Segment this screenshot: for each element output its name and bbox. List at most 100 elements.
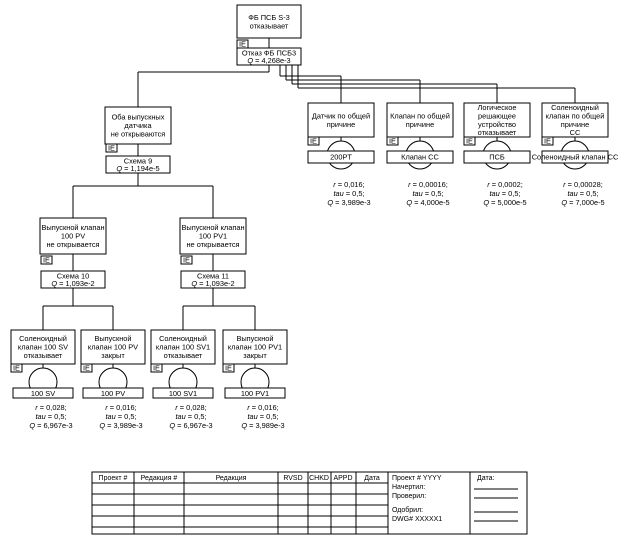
left-branch-title-box-text-line: датчика: [124, 121, 152, 130]
common-cause-4-title-box-text-line: клапан по общей: [546, 111, 605, 120]
sub-branch-2-event-2-ie-tag: [222, 363, 235, 373]
sub-branch-1-event-2-param: Q = 3,989e-3: [99, 421, 142, 430]
left-branch-gate-label: Схема 9: [124, 156, 152, 165]
sub-branch-1-gate-label: Схема 10: [57, 271, 90, 280]
common-cause-3-title-box-text-line: отказывает: [478, 128, 517, 137]
sub-branch-2-title-box-text-line: не открывается: [186, 240, 239, 249]
sub-branch-1-event-1-param: r = 0,028;: [35, 403, 66, 412]
common-cause-3-param: r = 0,0002;: [487, 180, 523, 189]
sub-branch-1-event-2-ie-tag: [80, 363, 93, 373]
common-cause-2-title-box: [386, 102, 454, 138]
left-branch-ie-tag-text: IE: [108, 143, 115, 152]
common-cause-3-param: tau = 0,5;: [489, 189, 520, 198]
left-branch-title-box-text-line: не открываются: [111, 130, 166, 139]
sub-branch-2-event-2-title-box: [222, 329, 288, 365]
title-block-header: Редакция: [216, 475, 247, 482]
sub-branch-2-ie-tag: [180, 255, 193, 265]
common-cause-4-title-box-text-line: Соленоидный: [551, 103, 599, 112]
common-cause-4-param: Q = 7,000e-5: [561, 198, 604, 207]
common-cause-3-event-label: ПСБ: [489, 153, 505, 162]
sub-branch-2-title-box: [179, 217, 247, 255]
sub-branch-2-event-1-event-label-box: [152, 387, 214, 399]
common-cause-3-title-box-text-line: Логическое: [478, 103, 517, 112]
sub-branch-2-event-1-title-box-text-line: отказывает: [164, 351, 203, 360]
sub-branch-1-title-box: [39, 217, 107, 255]
sub-branch-1-event-1-title-box-text-line: Соленоидный: [19, 334, 67, 343]
sub-branch-2-event-1-title-box-text-line: Соленоидный: [159, 334, 207, 343]
sub-branch-2-gate: [180, 270, 246, 289]
sub-branch-1-event-1-ie-tag-text: IE: [13, 363, 20, 372]
sub-branch-1-event-1-event-label: 100 SV: [31, 389, 55, 398]
top-event-box-text-line: отказывает: [250, 21, 289, 30]
sub-branch-1-event-2-param: r = 0,016;: [105, 403, 136, 412]
sub-branch-1-event-2-event-label: 100 PV: [101, 389, 125, 398]
common-cause-1-title-box-text-line: Датчик по общей: [312, 111, 370, 120]
title-block-drawn: Начертил:: [392, 484, 425, 491]
sub-branch-2-event-2-param: r = 0,016;: [247, 403, 278, 412]
sub-branch-2-event-2-param: Q = 3,989e-3: [241, 421, 284, 430]
sub-branch-2-event-2-title-box-text-line: клапан 100 PV1: [228, 343, 282, 352]
sub-branch-2-event-2-title-box-text-line: закрыт: [243, 351, 267, 360]
common-cause-3-title-box-text-line: решающее: [478, 111, 516, 120]
sub-branch-1-event-1-title-box-text-line: отказывает: [24, 351, 63, 360]
sub-branch-2-gate-probability: Q = 1,093e-2: [191, 279, 234, 288]
top-event-box: [236, 4, 302, 39]
common-cause-2-ie-tag-text: IE: [389, 136, 396, 145]
left-branch-title-box-text-line: Оба выпускных: [112, 113, 165, 122]
common-cause-3-ie-tag: [463, 136, 476, 146]
common-cause-1-title-box: [307, 102, 375, 138]
top-gate-probability: Q = 4,268e-3: [247, 56, 290, 65]
sub-branch-2-gate-label: Схема 11: [197, 271, 229, 280]
sub-branch-1-event-1-title-box: [10, 329, 76, 365]
sub-branch-1-event-1-param: tau = 0,5;: [35, 412, 66, 421]
common-cause-3-title-box: [463, 102, 531, 138]
common-cause-4-ie-tag: [541, 136, 554, 146]
sub-branch-2-event-1-title-box-text-line: клапан 100 SV1: [156, 343, 210, 352]
common-cause-4-event-label: Соленоидный клапан СС: [532, 153, 619, 162]
sub-branch-2-event-1-ie-tag-text: IE: [153, 363, 160, 372]
title-block-checked: Проверил:: [392, 493, 426, 500]
sub-branch-2-event-2-event-label-box: [224, 387, 286, 399]
sub-branch-2-event-2-param: tau = 0,5;: [247, 412, 278, 421]
title-block-dwg: DWG# XXXXX1: [392, 516, 442, 523]
sub-branch-2-event-1-title-box: [150, 329, 216, 365]
left-branch-gate-probability: Q = 1,194e-5: [116, 164, 159, 173]
sub-branch-1-event-2-title-box: [80, 329, 146, 365]
common-cause-2-event-label: Клапан СС: [401, 153, 439, 162]
common-cause-1-event-label: 200PT: [330, 153, 352, 162]
top-gate-label: Отказ ФБ ПСБ3: [242, 48, 296, 57]
common-cause-3-event-label-box: [463, 150, 531, 164]
sub-branch-1-title-box-text-line: 100 PV: [61, 232, 85, 241]
common-cause-2-param: tau = 0,5;: [412, 189, 443, 198]
sub-branch-2-title-box-text-line: 100 PV1: [199, 232, 227, 241]
sub-branch-1-title-box-text-line: не открывается: [46, 240, 99, 249]
sub-branch-2-event-1-event-label: 100 SV1: [169, 389, 197, 398]
sub-branch-1-event-2-event-label-box: [82, 387, 144, 399]
sub-branch-1-title-box-text-line: Выпускной клапан: [41, 223, 104, 232]
common-cause-1-ie-tag: [307, 136, 320, 146]
common-cause-2-ie-tag: [386, 136, 399, 146]
sub-branch-2-ie-tag-text: IE: [183, 255, 190, 264]
sub-branch-2-event-1-param: r = 0,028;: [175, 403, 206, 412]
title-block-header: Проект #: [99, 475, 128, 482]
common-cause-2-param: Q = 4,000e-5: [406, 198, 449, 207]
sub-branch-1-ie-tag-text: IE: [43, 255, 50, 264]
sub-branch-1-event-2-ie-tag-text: IE: [83, 363, 90, 372]
sub-branch-2-event-2-title-box-text-line: Выпускной: [236, 334, 273, 343]
sub-branch-2-event-2-ie-tag-text: IE: [225, 363, 232, 372]
top-gate: [236, 47, 302, 66]
sub-branch-1-event-2-title-box-text-line: клапан 100 PV: [88, 343, 138, 352]
top-ie-tag-text: IE: [239, 39, 246, 48]
title-block-header: APPD: [333, 475, 352, 482]
left-branch-ie-tag: [105, 143, 118, 153]
common-cause-1-event-label-box: [307, 150, 375, 164]
common-cause-3-ie-tag-text: IE: [466, 136, 473, 145]
sub-branch-1-event-2-title-box-text-line: Выпускной: [94, 334, 131, 343]
common-cause-4-event-label-box: [541, 150, 609, 164]
common-cause-1-ie-tag-text: IE: [310, 136, 317, 145]
sub-branch-1-event-1-ie-tag: [10, 363, 23, 373]
title-block-header: RVSD: [283, 475, 302, 482]
sub-branch-2-event-2-event-label: 100 PV1: [241, 389, 269, 398]
sub-branch-1-ie-tag: [40, 255, 53, 265]
